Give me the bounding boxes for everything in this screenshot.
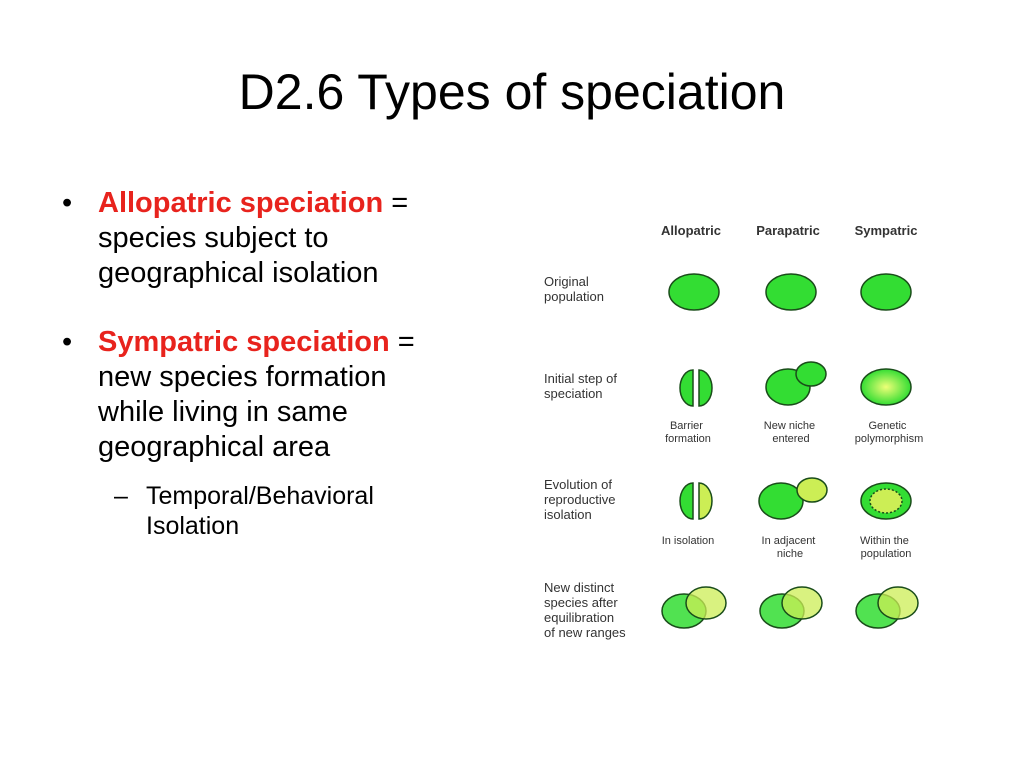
caption-line: Barrier (670, 420, 703, 432)
column-header-parapatric: Parapatric (756, 223, 820, 238)
bullet-text: Allopatric speciation = species subject … (98, 186, 408, 291)
bullet-text: Sympatric speciation = new species forma… (98, 325, 415, 465)
species-oval-b (685, 586, 727, 620)
caption-line: formation (665, 433, 711, 445)
caption-line: New niche (764, 420, 815, 432)
bullet-dot: • (62, 187, 73, 219)
sub-bullet-dash: – (114, 482, 128, 510)
term-allopatric: Allopatric speciation (98, 187, 384, 219)
population-oval (758, 482, 804, 520)
caption-adjacent-niche: In adjacent niche (762, 535, 819, 560)
population-oval (860, 273, 912, 311)
species-oval-b (877, 586, 919, 620)
caption-line: In adjacent (762, 535, 816, 547)
row-label-new-species: New distinct species after equilibration… (544, 580, 626, 640)
caption-line: entered (772, 433, 809, 445)
row-label-line: of new ranges (544, 625, 626, 640)
bullet-line: species subject to (98, 222, 329, 254)
caption-line: In isolation (662, 535, 715, 547)
sub-bullet-line: Isolation (146, 512, 240, 540)
bullet-allopatric: • Allopatric speciation = species subjec… (62, 186, 512, 291)
slide-title: D2.6 Types of speciation (238, 64, 786, 120)
bullet-dot: • (62, 326, 73, 358)
sub-bullet-line: Temporal/Behavioral (146, 482, 374, 510)
bullet-line: geographical isolation (98, 257, 379, 289)
caption-line: Within the (860, 535, 909, 547)
caption-line: population (861, 548, 912, 560)
row-label-evolution: Evolution of reproductive isolation (544, 477, 619, 522)
caption-new-niche: New niche entered (764, 420, 818, 445)
row-label-original: Original population (544, 274, 604, 304)
caption-barrier-formation: Barrier formation (665, 420, 711, 445)
speciation-diagram: Allopatric Parapatric Sympatric Original… (544, 223, 923, 640)
caption-line: polymorphism (855, 433, 923, 445)
column-header-allopatric: Allopatric (661, 223, 721, 238)
isolated-population-left (679, 482, 694, 520)
adjacent-niche-population (796, 477, 828, 503)
population-oval (765, 273, 817, 311)
caption-genetic-polymorphism: Genetic polymorphism (855, 420, 923, 445)
equals-sign: = (383, 187, 409, 219)
row-label-line: reproductive (544, 492, 616, 507)
row-label-line: Original (544, 274, 589, 289)
caption-line: Genetic (869, 420, 907, 432)
niche-bud (795, 361, 827, 387)
polymorphic-population (860, 368, 912, 406)
caption-within-population: Within the population (860, 535, 912, 560)
equals-sign: = (389, 326, 415, 358)
row-label-line: speciation (544, 386, 603, 401)
term-sympatric: Sympatric speciation (98, 326, 390, 358)
row-label-line: isolation (544, 507, 592, 522)
bullet-list: • Allopatric speciation = species subjec… (62, 186, 512, 541)
split-population-left (679, 369, 694, 407)
row-label-line: Evolution of (544, 477, 612, 492)
split-population-right (698, 369, 713, 407)
bullet-line: new species formation (98, 361, 387, 393)
bullet-sympatric: • Sympatric speciation = new species for… (62, 325, 512, 465)
population-oval (668, 273, 720, 311)
row-label-initial-step: Initial step of speciation (544, 371, 621, 401)
caption-in-isolation: In isolation (662, 535, 715, 547)
bullet-line: while living in same (98, 396, 348, 428)
caption-line: niche (777, 548, 803, 560)
isolated-population-right (698, 482, 713, 520)
row-label-line: Initial step of (544, 371, 617, 386)
speciation-figure: Allopatric Parapatric Sympatric Original… (536, 210, 956, 660)
row-label-line: equilibration (544, 610, 614, 625)
row-label-line: species after (544, 595, 618, 610)
row-label-line: New distinct (544, 580, 614, 595)
species-oval-b (781, 586, 823, 620)
column-header-sympatric: Sympatric (855, 223, 918, 238)
row-label-line: population (544, 289, 604, 304)
sub-bullet-isolation: – Temporal/Behavioral Isolation (114, 481, 512, 541)
subpopulation-within (869, 488, 903, 514)
bullet-line: geographical area (98, 431, 331, 463)
sub-bullet-text: Temporal/Behavioral Isolation (146, 481, 374, 541)
